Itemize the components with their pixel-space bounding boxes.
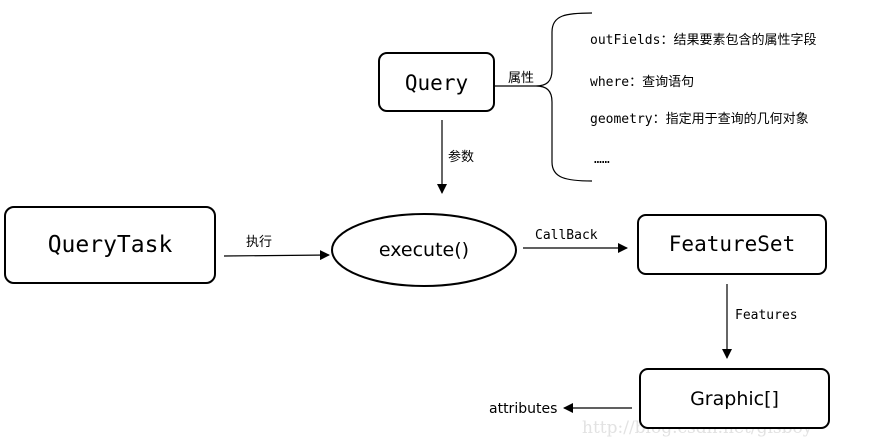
- execute-label: execute(): [379, 239, 469, 261]
- callback-label: CallBack: [535, 228, 598, 243]
- features-label: Features: [735, 308, 798, 323]
- featureset-node: FeatureSet: [637, 214, 827, 275]
- execute-arrow-label: 执行: [246, 235, 272, 250]
- attributes-label: attributes: [489, 401, 557, 417]
- property-where: where：查询语句: [590, 75, 694, 90]
- properties-label: 属性: [508, 71, 534, 86]
- property-outfields: outFields：结果要素包含的属性字段: [590, 32, 816, 48]
- query-label: Query: [405, 71, 468, 95]
- params-label: 参数: [448, 149, 474, 165]
- query-node: Query: [378, 52, 495, 112]
- property-more: ……: [594, 152, 610, 167]
- graphic-label: Graphic[]: [690, 388, 779, 410]
- featureset-label: FeatureSet: [669, 232, 795, 256]
- querytask-node: QueryTask: [4, 206, 216, 284]
- execute-node: execute(): [331, 213, 517, 287]
- property-geometry: geometry：指定用于查询的几何对象: [590, 111, 809, 127]
- graphic-node: Graphic[]: [639, 368, 830, 429]
- querytask-label: QueryTask: [48, 232, 173, 258]
- execute-arrow: [223, 250, 330, 261]
- properties-brace: [535, 12, 593, 182]
